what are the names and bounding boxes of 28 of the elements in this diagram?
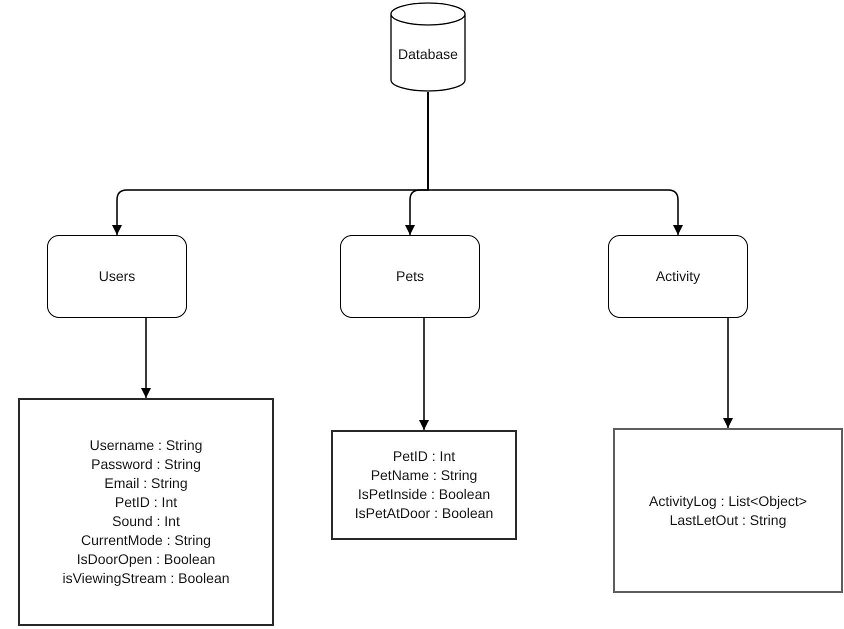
field-text: PetName : String — [370, 466, 478, 485]
node-label: Pets — [396, 267, 424, 286]
field-text: ActivityLog : List<Object> — [649, 492, 807, 510]
field-text: Username : String — [90, 436, 202, 455]
field-text: IsPetInside : Boolean — [358, 485, 490, 504]
node-label: Database — [398, 44, 458, 64]
field-text: PetID : Int — [392, 447, 456, 466]
arrow — [141, 318, 151, 398]
entity-box — [47, 235, 187, 318]
arrow — [723, 318, 733, 428]
field-text: Password : String — [91, 455, 201, 474]
field-text: PetID : Int — [114, 493, 178, 512]
arrow — [427, 92, 683, 235]
field-list-box — [613, 428, 843, 593]
field-text: IsDoorOpen : Boolean — [76, 550, 216, 569]
entity-box — [340, 235, 480, 318]
arrow — [419, 318, 429, 430]
field-text: isViewingStream : Boolean — [62, 569, 230, 588]
field-text: IsPetAtDoor : Boolean — [354, 504, 494, 523]
field-list-box — [331, 430, 517, 540]
node-label: Users — [98, 267, 136, 286]
node-label: Activity — [656, 267, 700, 286]
field-text: Email : String — [104, 474, 188, 493]
field-text: CurrentMode : String — [81, 531, 211, 550]
field-list-box — [18, 398, 274, 626]
entity-box — [608, 235, 748, 318]
field-text: LastLetOut : String — [670, 510, 786, 530]
field-text: Sound : Int — [112, 512, 180, 531]
